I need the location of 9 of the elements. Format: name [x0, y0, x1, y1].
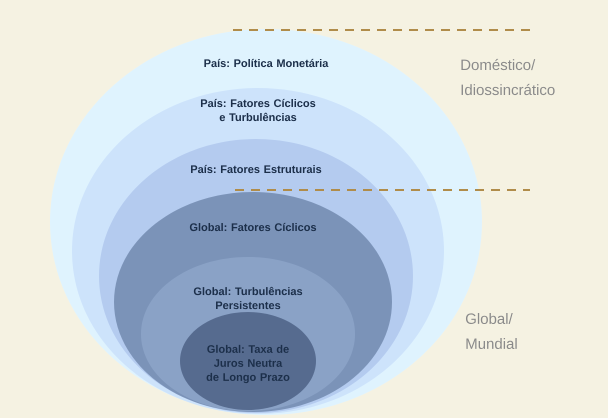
side-label: Doméstico/ Idiossincrático	[461, 58, 555, 96]
ellipse-label: País: Política Monetária	[204, 58, 328, 68]
ellipse-label: País: Fatores Estruturais	[191, 164, 322, 174]
nested-ellipse	[180, 312, 316, 410]
ellipse-label: País: Fatores Cíclicos e Turbulências	[200, 98, 316, 122]
ellipse-label: Global: Taxa de Juros Neutra de Longo Prazo	[206, 344, 290, 384]
ellipse-label: Global: Fatores Cíclicos	[190, 222, 316, 232]
ellipse-label: Global: Turbulências Persistentes	[194, 286, 302, 310]
side-label: Global/ Mundial	[466, 313, 517, 349]
